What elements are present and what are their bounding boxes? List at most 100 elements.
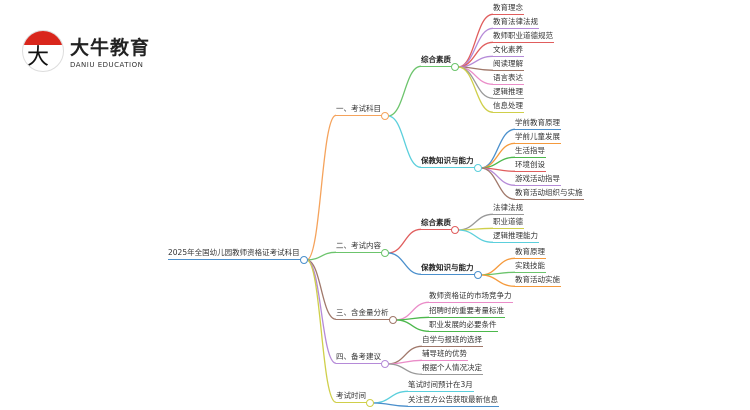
leaf-node[interactable]: 教育理念	[493, 3, 524, 15]
node-label: 自学与报班的选择	[422, 335, 483, 347]
connector-line	[457, 213, 494, 231]
leaf-node[interactable]: 教育法律法规	[493, 17, 539, 29]
node-label: 学前教育原理	[515, 118, 561, 130]
leaf-node[interactable]: 生活指导	[515, 146, 546, 158]
connector-line	[457, 66, 494, 113]
node-label: 考试时间	[336, 391, 367, 403]
leaf-node[interactable]: 逻辑推理能力	[493, 231, 539, 243]
node-label: 教育理念	[493, 3, 524, 15]
connector-line	[457, 13, 494, 68]
node-label: 综合素质	[421, 218, 452, 230]
leaf-node[interactable]: 根据个人情况决定	[422, 363, 483, 375]
connector-line	[457, 229, 494, 243]
topic-node[interactable]: 综合素质	[421, 55, 459, 71]
leaf-node[interactable]: 学前教育原理	[515, 118, 561, 130]
node-label: 教育法律法规	[493, 17, 539, 29]
branch-node[interactable]: 二、考试内容	[336, 241, 389, 257]
collapse-toggle-icon[interactable]	[451, 63, 459, 71]
leaf-node[interactable]: 阅读理解	[493, 59, 524, 71]
branch-node[interactable]: 考试时间	[336, 391, 374, 407]
leaf-node[interactable]: 关注官方公告获取最新信息	[408, 395, 499, 407]
daniu-logo: 大 大牛教育 DANIU EDUCATION	[22, 30, 150, 72]
node-label: 一、考试科目	[336, 104, 382, 116]
topic-node[interactable]: 综合素质	[421, 218, 459, 234]
collapse-toggle-icon[interactable]	[473, 164, 482, 172]
connector-line	[480, 274, 516, 287]
leaf-node[interactable]: 逻辑推理	[493, 87, 524, 99]
collapse-toggle-icon[interactable]	[366, 399, 374, 407]
leaf-node[interactable]: 实践技能	[515, 261, 546, 273]
node-label: 游戏活动指导	[515, 174, 561, 186]
leaf-node[interactable]: 教育活动实施	[515, 275, 561, 287]
node-label: 教师职业道德规范	[493, 31, 554, 43]
connector-line	[387, 252, 422, 275]
connector-line	[306, 259, 337, 403]
node-label: 环境创设	[515, 160, 546, 172]
topic-node[interactable]: 保教知识与能力	[421, 263, 482, 279]
connector-line	[306, 114, 337, 261]
leaf-node[interactable]: 文化素养	[493, 45, 524, 57]
leaf-node[interactable]: 法律法规	[493, 203, 524, 215]
leaf-node[interactable]: 笔试时间预计在3月	[408, 380, 474, 392]
node-label: 逻辑推理能力	[493, 231, 539, 243]
node-label: 教育活动实施	[515, 275, 561, 287]
leaf-node[interactable]: 教育原理	[515, 247, 546, 259]
connector-line	[387, 359, 423, 365]
branch-node[interactable]: 一、考试科目	[336, 104, 389, 120]
connector-line	[387, 363, 423, 375]
node-label: 综合素质	[421, 55, 452, 67]
collapse-toggle-icon[interactable]	[381, 112, 389, 120]
node-label: 根据个人情况决定	[422, 363, 483, 375]
leaf-node[interactable]: 职业道德	[493, 217, 524, 229]
collapse-toggle-icon[interactable]	[381, 249, 389, 257]
connector-line	[480, 271, 516, 276]
collapse-toggle-icon[interactable]	[473, 271, 482, 279]
connector-line	[372, 390, 409, 404]
leaf-node[interactable]: 环境创设	[515, 160, 546, 172]
node-label: 实践技能	[515, 261, 546, 273]
root-node[interactable]: 2025年全国幼儿园教师资格证考试科目	[168, 248, 308, 264]
leaf-node[interactable]: 辅导班的优势	[422, 349, 468, 361]
node-label: 信息处理	[493, 101, 524, 113]
connector-line	[395, 319, 430, 332]
node-label: 学前儿童发展	[515, 132, 561, 144]
leaf-node[interactable]: 教师职业道德规范	[493, 31, 554, 43]
leaf-node[interactable]: 招聘时的重要考量标准	[429, 306, 505, 318]
leaf-node[interactable]: 教师资格证的市场竞争力	[429, 291, 513, 303]
logo-name: 大牛教育	[70, 37, 151, 59]
collapse-toggle-icon[interactable]	[388, 316, 397, 324]
connector-line	[457, 66, 494, 99]
leaf-node[interactable]: 学前儿童发展	[515, 132, 561, 144]
node-label: 阅读理解	[493, 59, 524, 71]
branch-node[interactable]: 四、备考建议	[336, 352, 389, 368]
node-label: 文化素养	[493, 45, 524, 57]
node-label: 生活指导	[515, 146, 546, 158]
node-label: 保教知识与能力	[421, 263, 475, 275]
node-label: 2025年全国幼儿园教师资格证考试科目	[168, 248, 301, 260]
node-label: 招聘时的重要考量标准	[429, 306, 505, 318]
node-label: 职业道德	[493, 217, 524, 229]
node-label: 教师资格证的市场竞争力	[429, 291, 513, 303]
node-label: 保教知识与能力	[421, 156, 475, 168]
branch-node[interactable]: 三、含金量分析	[336, 308, 397, 324]
node-label: 职业发展的必要条件	[429, 320, 498, 332]
connector-line	[480, 142, 516, 169]
node-label: 教育原理	[515, 247, 546, 259]
node-label: 笔试时间预计在3月	[408, 380, 474, 392]
collapse-toggle-icon[interactable]	[451, 226, 459, 234]
collapse-toggle-icon[interactable]	[381, 360, 389, 368]
connector-line	[387, 228, 422, 254]
leaf-node[interactable]: 职业发展的必要条件	[429, 320, 498, 332]
leaf-node[interactable]: 语言表达	[493, 73, 524, 85]
collapse-toggle-icon[interactable]	[299, 256, 308, 264]
leaf-node[interactable]: 游戏活动指导	[515, 174, 561, 186]
connector-line	[395, 316, 430, 321]
connector-line	[480, 167, 516, 200]
leaf-node[interactable]: 自学与报班的选择	[422, 335, 483, 347]
connector-line	[387, 115, 422, 168]
leaf-node[interactable]: 教育活动组织与实施	[515, 188, 584, 200]
leaf-node[interactable]: 信息处理	[493, 101, 524, 113]
topic-node[interactable]: 保教知识与能力	[421, 156, 482, 172]
node-label: 四、备考建议	[336, 352, 382, 364]
